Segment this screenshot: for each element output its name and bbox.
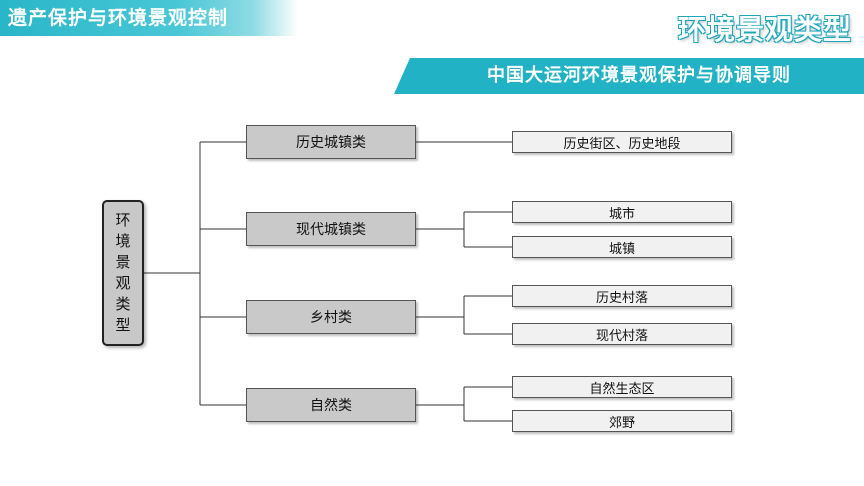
root-char: 观 bbox=[115, 274, 131, 292]
slide-title: 环境景观类型 bbox=[677, 13, 852, 46]
section-title: 遗产保护与环境景观控制 bbox=[0, 0, 298, 36]
root-char: 景 bbox=[115, 253, 131, 271]
leaf-historic-village: 历史村落 bbox=[512, 285, 732, 307]
category-historic-towns: 历史城镇类 bbox=[246, 125, 416, 159]
category-rural: 乡村类 bbox=[246, 300, 416, 334]
leaf-city: 城市 bbox=[512, 201, 732, 223]
root-char: 型 bbox=[115, 316, 131, 334]
leaf-town: 城镇 bbox=[512, 236, 732, 258]
leaf-countryside: 郊野 bbox=[512, 410, 732, 432]
leaf-modern-village: 现代村落 bbox=[512, 323, 732, 345]
root-char: 环 bbox=[115, 211, 131, 229]
category-natural: 自然类 bbox=[246, 388, 416, 422]
root-char: 类 bbox=[115, 295, 131, 313]
leaf-historic-district: 历史街区、历史地段 bbox=[512, 131, 732, 153]
subtitle-banner: 中国大运河环境景观保护与协调导则 bbox=[394, 58, 864, 94]
category-modern-towns: 现代城镇类 bbox=[246, 212, 416, 246]
root-node: 环 境 景 观 类 型 bbox=[102, 200, 144, 346]
leaf-ecological-area: 自然生态区 bbox=[512, 376, 732, 398]
root-char: 境 bbox=[115, 232, 131, 250]
